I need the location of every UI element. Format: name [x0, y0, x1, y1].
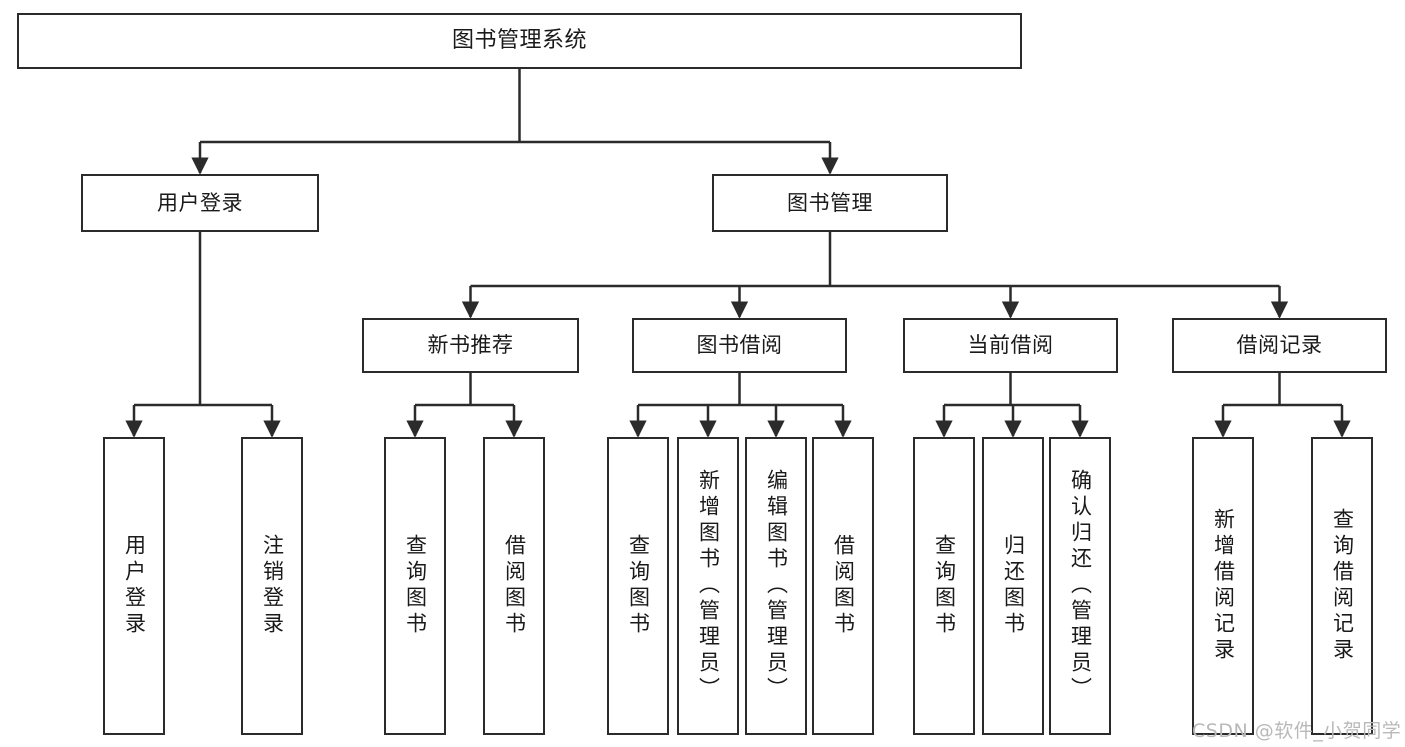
leaf-current-query-book[interactable]: 查询图书 [913, 437, 975, 735]
leaf-current-confirm-return[interactable]: 确认归还（管理员） [1049, 437, 1111, 735]
leaf-record-query-label: 查询借阅记录 [1330, 508, 1355, 664]
node-current-borrow-label: 当前借阅 [967, 333, 1054, 358]
node-borrow-record[interactable]: 借阅记录 [1172, 318, 1387, 373]
node-root[interactable]: 图书管理系统 [17, 13, 1022, 69]
leaf-recommend-query-book-label: 查询图书 [403, 534, 428, 638]
node-user-login[interactable]: 用户登录 [81, 174, 319, 232]
node-book-borrow-label: 图书借阅 [696, 333, 783, 358]
node-new-book-recommend[interactable]: 新书推荐 [362, 318, 579, 373]
node-current-borrow[interactable]: 当前借阅 [903, 318, 1118, 373]
leaf-user-login[interactable]: 用户登录 [103, 437, 165, 735]
leaf-borrow-query-book-label: 查询图书 [626, 534, 651, 638]
leaf-borrow-borrow-book[interactable]: 借阅图书 [812, 437, 874, 735]
leaf-borrow-edit-book[interactable]: 编辑图书（管理员） [745, 437, 807, 735]
leaf-user-logout[interactable]: 注销登录 [241, 437, 303, 735]
node-user-login-label: 用户登录 [157, 190, 243, 215]
leaf-borrow-add-book[interactable]: 新增图书（管理员） [677, 437, 739, 735]
leaf-current-query-book-label: 查询图书 [932, 534, 957, 638]
leaf-user-logout-label: 注销登录 [260, 534, 285, 638]
leaf-borrow-add-book-label: 新增图书（管理员） [696, 469, 721, 703]
leaf-recommend-borrow-book[interactable]: 借阅图书 [483, 437, 545, 735]
leaf-record-query[interactable]: 查询借阅记录 [1311, 437, 1373, 735]
node-borrow-record-label: 借阅记录 [1236, 333, 1323, 358]
leaf-borrow-edit-book-label: 编辑图书（管理员） [764, 469, 789, 703]
node-book-management-label: 图书管理 [787, 190, 873, 215]
leaf-current-return-book[interactable]: 归还图书 [982, 437, 1044, 735]
leaf-recommend-query-book[interactable]: 查询图书 [384, 437, 446, 735]
leaf-record-add-label: 新增借阅记录 [1211, 508, 1236, 664]
leaf-recommend-borrow-book-label: 借阅图书 [502, 534, 527, 638]
watermark-text: CSDN @软件_小贺同学 [1192, 720, 1402, 742]
leaf-current-confirm-return-label: 确认归还（管理员） [1068, 469, 1093, 703]
leaf-borrow-borrow-book-label: 借阅图书 [831, 534, 856, 638]
node-root-label: 图书管理系统 [451, 28, 587, 54]
leaf-user-login-label: 用户登录 [122, 534, 147, 638]
node-book-management[interactable]: 图书管理 [712, 174, 948, 232]
leaf-borrow-query-book[interactable]: 查询图书 [607, 437, 669, 735]
node-book-borrow[interactable]: 图书借阅 [632, 318, 847, 373]
leaf-record-add[interactable]: 新增借阅记录 [1192, 437, 1254, 735]
leaf-current-return-book-label: 归还图书 [1001, 534, 1026, 638]
node-new-book-recommend-label: 新书推荐 [427, 333, 514, 358]
